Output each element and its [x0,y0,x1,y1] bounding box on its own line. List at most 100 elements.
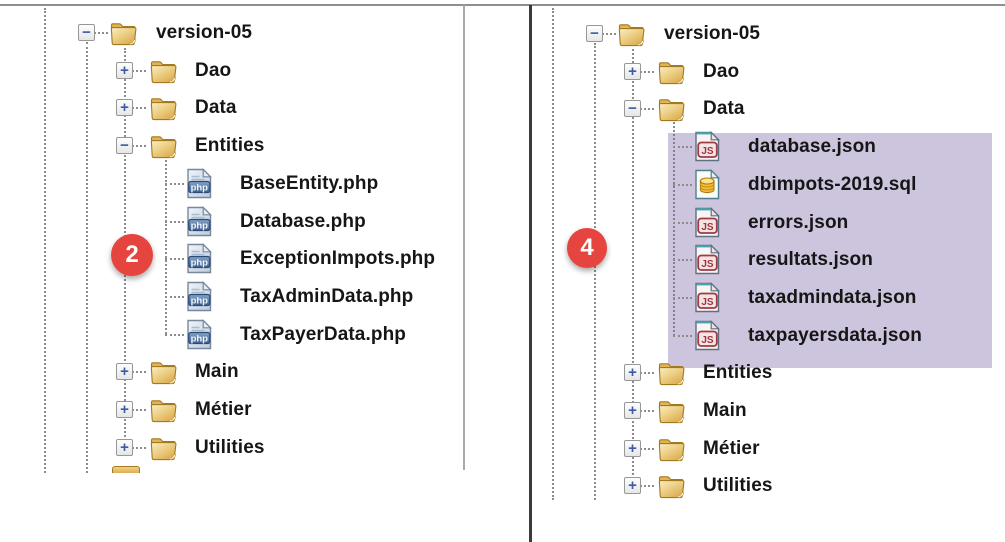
tree-item[interactable]: − Data [0,90,1005,128]
expand-plus-icon[interactable]: + [116,401,133,418]
tree-item[interactable]: − version-05 [0,14,1005,52]
tree-item-label[interactable]: Data [195,97,237,119]
expand-plus-icon[interactable]: + [116,61,133,79]
tree-item[interactable]: + Dao [0,52,1005,90]
tree-item-label[interactable]: dbimpots-2019.sql [748,173,917,195]
collapse-minus-icon[interactable]: − [116,137,133,155]
tree-connector-stub [640,108,654,111]
tree-item-label[interactable]: Utilities [195,436,265,458]
tree-item[interactable]: php BaseEntity.php [0,165,1005,203]
folder-icon[interactable] [148,434,178,466]
tree-item[interactable]: + Métier [0,391,1005,429]
expand-plus-icon[interactable]: + [624,402,641,419]
tree-item[interactable]: JS taxpayersdata.json [0,317,1005,355]
folder-icon[interactable] [656,435,686,467]
tree-item[interactable]: + Métier [0,430,1005,468]
tree-connector-stub [673,221,692,224]
tree-item-label[interactable]: Main [703,400,747,421]
json-file-icon[interactable]: JS [694,244,721,280]
folder-icon[interactable] [148,132,178,164]
expand-plus-icon[interactable]: + [624,439,641,457]
collapse-minus-icon[interactable]: − [78,24,95,41]
php-file-icon[interactable]: php [186,318,213,355]
tree-item[interactable]: JS database.json [0,128,1005,166]
tree-item-label[interactable]: taxpayersdata.json [748,324,922,346]
tree-item-label[interactable]: database.json [748,136,877,158]
tree-item-label[interactable]: Data [703,98,745,120]
folder-icon[interactable] [108,19,138,51]
collapse-minus-icon[interactable]: − [586,25,603,42]
tree-item-label[interactable]: errors.json [748,211,849,233]
tree-connector-stub [165,333,184,336]
tree-item-label[interactable]: Entities [703,362,773,384]
folder-icon[interactable] [656,397,686,429]
folder-icon[interactable] [148,94,178,126]
json-file-icon[interactable]: JS [694,206,721,243]
left-panel-right-border [463,5,465,470]
tree-item[interactable]: dbimpots-2019.sql [0,166,1005,204]
expand-plus-icon[interactable]: + [624,62,641,80]
tree-item-label[interactable]: TaxAdminData.php [240,285,414,307]
right-panel-left-border [529,5,532,542]
tree-item-label[interactable]: version-05 [156,22,253,43]
expand-plus-icon[interactable]: + [624,364,641,382]
json-file-icon[interactable]: JS [694,131,721,167]
tree-item[interactable]: JS taxadmindata.json [0,279,1005,317]
folder-icon[interactable] [148,358,178,390]
tree-item[interactable]: − version-05 [0,15,1005,53]
tree-item-label[interactable]: Entities [195,135,265,157]
tree-item[interactable]: + Utilities [0,429,1005,467]
expand-plus-icon[interactable]: + [116,363,133,381]
tree-item[interactable]: + Data [0,89,1005,127]
tree-item[interactable]: + Utilities [0,467,1005,505]
tree-item[interactable]: − Entities [0,127,1005,165]
collapse-minus-icon[interactable]: − [624,100,641,118]
tree-item[interactable]: php TaxPayerData.php [0,316,1005,354]
tree-item-label[interactable]: TaxPayerData.php [240,323,406,345]
selection-highlight [668,133,992,368]
tree-item-label[interactable]: Métier [703,437,760,459]
folder-icon[interactable] [616,20,646,52]
expand-plus-icon[interactable]: + [116,438,133,456]
partial-folder-icon [112,466,140,473]
tree-item[interactable]: JS resultats.json [0,241,1005,279]
expand-plus-icon[interactable]: + [624,477,641,495]
tree-item[interactable]: php Database.php [0,203,1005,241]
tree-item-label[interactable]: Main [195,361,239,383]
step-badge-4: 4 [567,228,607,268]
tree-item[interactable]: JS errors.json [0,204,1005,242]
tree-item[interactable]: php ExceptionImpots.php [0,240,1005,278]
folder-icon[interactable] [656,58,686,90]
json-file-icon[interactable]: JS [694,281,721,318]
php-file-icon[interactable]: php [186,167,213,204]
tree-item-label[interactable]: taxadmindata.json [748,286,917,308]
tree-item-label[interactable]: Utilities [703,475,773,497]
php-file-icon[interactable]: php [186,280,213,317]
tree-item-label[interactable]: resultats.json [748,249,873,271]
folder-icon[interactable] [656,359,686,391]
svg-text:php: php [191,220,209,231]
tree-item-label[interactable]: Dao [703,60,740,82]
php-file-icon[interactable]: php [186,205,213,242]
tree-guide-line [44,8,46,473]
folder-icon[interactable] [148,396,178,428]
folder-icon[interactable] [656,95,686,127]
php-file-icon[interactable]: php [186,243,213,279]
tree-item-label[interactable]: Métier [195,399,252,420]
tree-item[interactable]: + Main [0,392,1005,430]
tree-item[interactable]: + Main [0,353,1005,391]
tree-item-label[interactable]: Dao [195,59,232,81]
tree-item[interactable]: + Dao [0,53,1005,91]
folder-icon[interactable] [656,472,686,504]
sql-file-icon[interactable] [694,168,721,205]
tree-item-label[interactable]: BaseEntity.php [240,172,379,194]
tree-item[interactable]: + Entities [0,354,1005,392]
tree-item[interactable]: php TaxAdminData.php [0,278,1005,316]
tree-item-label[interactable]: version-05 [664,23,761,44]
tree-item-label[interactable]: ExceptionImpots.php [240,248,436,270]
expand-plus-icon[interactable]: + [116,99,133,117]
folder-icon[interactable] [148,57,178,89]
tree-item-label[interactable]: Database.php [240,210,366,232]
json-file-icon[interactable]: JS [694,319,721,356]
